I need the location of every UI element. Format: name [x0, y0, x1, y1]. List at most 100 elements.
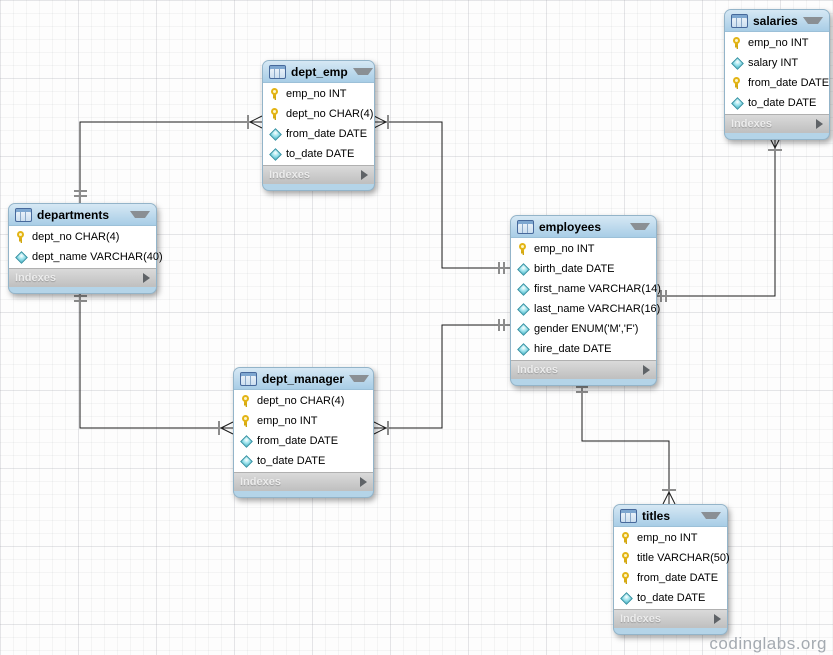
table-grid-icon: [269, 64, 286, 79]
column-row[interactable]: emp_no INT: [234, 411, 373, 431]
indexes-row[interactable]: Indexes: [511, 360, 656, 379]
expand-triangle-icon[interactable]: [816, 119, 823, 129]
column-row[interactable]: hire_date DATE: [511, 339, 656, 359]
column-diamond-icon: [517, 303, 529, 315]
table-departments-columns: dept_no CHAR(4) dept_name VARCHAR(40): [9, 226, 163, 268]
column-diamond-icon: [517, 263, 529, 275]
collapse-triangle-icon[interactable]: [130, 211, 150, 218]
column-row[interactable]: emp_no INT: [263, 84, 374, 104]
column-row[interactable]: salary INT: [725, 53, 829, 73]
primary-key-icon: [15, 231, 27, 243]
column-label: hire_date DATE: [534, 343, 612, 355]
column-row[interactable]: dept_no CHAR(4): [263, 104, 374, 124]
table-salaries[interactable]: salaries emp_no INT salary INT from_date…: [724, 9, 830, 140]
connector-departments-dept_manager[interactable]: [74, 289, 234, 435]
indexes-row[interactable]: Indexes: [614, 609, 727, 628]
connector-employees-dept_emp[interactable]: [373, 115, 510, 274]
column-label: to_date DATE: [257, 455, 326, 467]
column-row[interactable]: from_date DATE: [725, 73, 829, 93]
table-employees-columns: emp_no INT birth_date DATE first_name VA…: [511, 238, 661, 360]
collapse-triangle-icon[interactable]: [803, 17, 823, 24]
column-diamond-icon: [620, 592, 632, 604]
collapse-triangle-icon[interactable]: [352, 68, 373, 75]
column-diamond-icon: [240, 435, 252, 447]
table-dept-manager-header[interactable]: dept_manager: [234, 368, 373, 390]
indexes-label: Indexes: [731, 118, 772, 130]
primary-key-icon: [517, 243, 529, 255]
collapse-triangle-icon[interactable]: [349, 375, 370, 382]
column-row[interactable]: dept_no CHAR(4): [234, 391, 373, 411]
column-row[interactable]: from_date DATE: [263, 124, 374, 144]
column-row[interactable]: emp_no INT: [725, 33, 829, 53]
table-title: departments: [37, 207, 110, 222]
table-employees-header[interactable]: employees: [511, 216, 656, 238]
table-titles[interactable]: titles emp_no INT title VARCHAR(50) from…: [613, 504, 730, 635]
collapse-triangle-icon[interactable]: [630, 223, 650, 230]
table-salaries-header[interactable]: salaries: [725, 10, 829, 32]
column-row[interactable]: gender ENUM('M','F'): [511, 319, 656, 339]
indexes-row[interactable]: Indexes: [725, 114, 829, 133]
column-row[interactable]: emp_no INT: [511, 239, 656, 259]
table-dept-manager-columns: dept_no CHAR(4) emp_no INT from_date DAT…: [234, 390, 373, 472]
connector-employees-salaries[interactable]: [656, 135, 782, 302]
column-row[interactable]: dept_no CHAR(4): [9, 227, 156, 247]
column-row[interactable]: to_date DATE: [725, 93, 829, 113]
column-label: from_date DATE: [286, 128, 368, 140]
column-row[interactable]: last_name VARCHAR(16): [511, 299, 660, 319]
table-titles-columns: emp_no INT title VARCHAR(50) from_date D…: [614, 527, 730, 609]
expand-triangle-icon[interactable]: [714, 614, 721, 624]
primary-key-icon: [620, 552, 632, 564]
expand-triangle-icon[interactable]: [643, 365, 650, 375]
column-row[interactable]: to_date DATE: [263, 144, 374, 164]
expand-triangle-icon[interactable]: [361, 170, 368, 180]
table-departments-header[interactable]: departments: [9, 204, 156, 226]
primary-key-icon: [620, 532, 632, 544]
table-title: employees: [539, 219, 602, 234]
table-grid-icon: [15, 207, 32, 222]
column-row[interactable]: to_date DATE: [614, 588, 727, 608]
column-label: last_name VARCHAR(16): [534, 303, 661, 315]
table-departments[interactable]: departments dept_no CHAR(4) dept_name VA…: [8, 203, 163, 294]
table-dept-manager[interactable]: dept_manager dept_no CHAR(4) emp_no INT …: [233, 367, 374, 498]
column-row[interactable]: emp_no INT: [614, 528, 727, 548]
column-diamond-icon: [15, 251, 27, 263]
column-row[interactable]: birth_date DATE: [511, 259, 656, 279]
indexes-row[interactable]: Indexes: [263, 165, 374, 184]
primary-key-icon: [240, 415, 252, 427]
table-titles-header[interactable]: titles: [614, 505, 727, 527]
table-dept-emp-columns: emp_no INT dept_no CHAR(4) from_date DAT…: [263, 83, 374, 165]
column-label: to_date DATE: [748, 97, 817, 109]
table-grid-icon: [620, 508, 637, 523]
collapse-triangle-icon[interactable]: [701, 512, 721, 519]
column-label: from_date DATE: [637, 572, 719, 584]
table-employees[interactable]: employees emp_no INT birth_date DATE fir…: [510, 215, 661, 386]
expand-triangle-icon[interactable]: [143, 273, 150, 283]
indexes-row[interactable]: Indexes: [9, 268, 156, 287]
column-diamond-icon: [731, 97, 743, 109]
connector-employees-dept_manager[interactable]: [373, 319, 510, 435]
column-label: gender ENUM('M','F'): [534, 323, 639, 335]
column-row[interactable]: to_date DATE: [234, 451, 373, 471]
connector-departments-dept_emp[interactable]: [74, 115, 263, 203]
table-title: dept_manager: [262, 371, 345, 386]
table-dept-emp-header[interactable]: dept_emp: [263, 61, 374, 83]
indexes-row[interactable]: Indexes: [234, 472, 373, 491]
column-row[interactable]: first_name VARCHAR(14): [511, 279, 661, 299]
expand-triangle-icon[interactable]: [360, 477, 367, 487]
table-title: dept_emp: [291, 64, 348, 79]
column-row[interactable]: dept_name VARCHAR(40): [9, 247, 163, 267]
table-dept-emp[interactable]: dept_emp emp_no INT dept_no CHAR(4) from…: [262, 60, 375, 191]
table-title: salaries: [753, 13, 798, 28]
column-row[interactable]: title VARCHAR(50): [614, 548, 730, 568]
column-row[interactable]: from_date DATE: [234, 431, 373, 451]
connector-employees-titles[interactable]: [576, 380, 676, 505]
column-diamond-icon: [517, 323, 529, 335]
column-row[interactable]: from_date DATE: [614, 568, 727, 588]
column-diamond-icon: [240, 455, 252, 467]
column-label: salary INT: [748, 57, 799, 69]
table-grid-icon: [731, 13, 748, 28]
column-label: from_date DATE: [257, 435, 339, 447]
column-label: dept_no CHAR(4): [32, 231, 120, 243]
